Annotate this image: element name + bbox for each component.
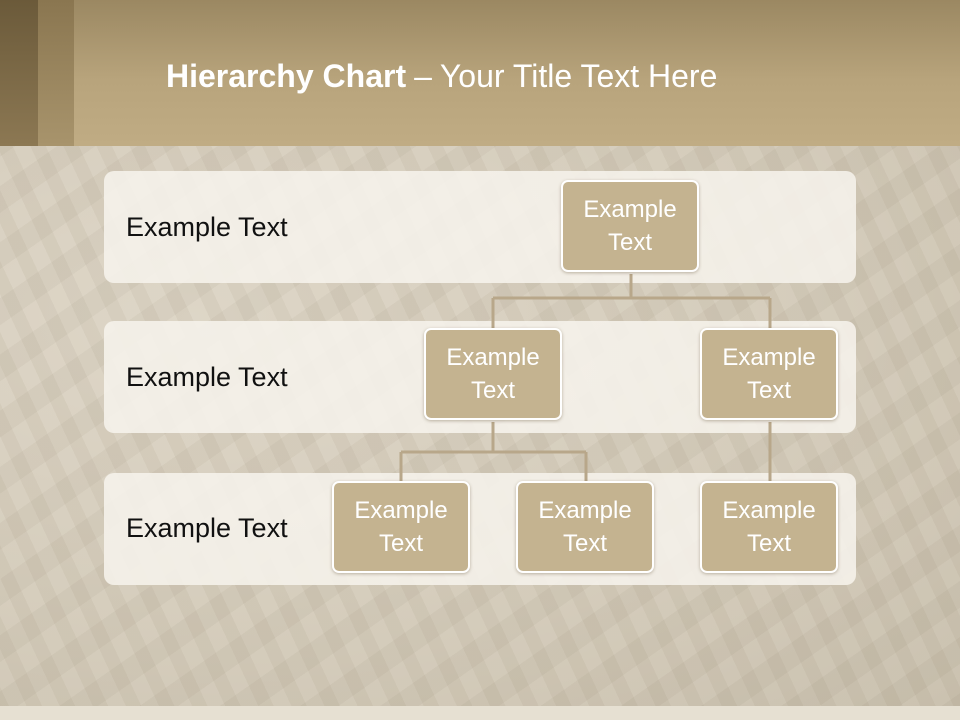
node-root[interactable]: Example Text [561,180,699,272]
level-label-3[interactable]: Example Text [126,513,288,543]
header-accent-light [38,0,74,146]
node-level3-a[interactable]: Example Text [332,481,470,573]
node-level2-left[interactable]: Example Text [424,328,562,420]
node-level3-c[interactable]: Example Text [700,481,838,573]
bottom-border [0,706,960,720]
connector-root-children [491,274,772,330]
slide-title[interactable]: Hierarchy Chart–Your Title Text Here [166,54,717,98]
node-level2-right[interactable]: Example Text [700,328,838,420]
title-bold: Hierarchy Chart [166,58,407,94]
title-bar: Hierarchy Chart–Your Title Text Here [0,0,960,146]
connector-left-children [399,422,588,482]
title-rest: Your Title Text Here [439,58,718,94]
level-label-1[interactable]: Example Text [126,212,288,242]
node-level3-b[interactable]: Example Text [516,481,654,573]
header-accent-dark [0,0,38,146]
level-label-2[interactable]: Example Text [126,362,288,392]
title-separator: – [414,58,432,94]
level-band-1[interactable] [104,171,856,283]
